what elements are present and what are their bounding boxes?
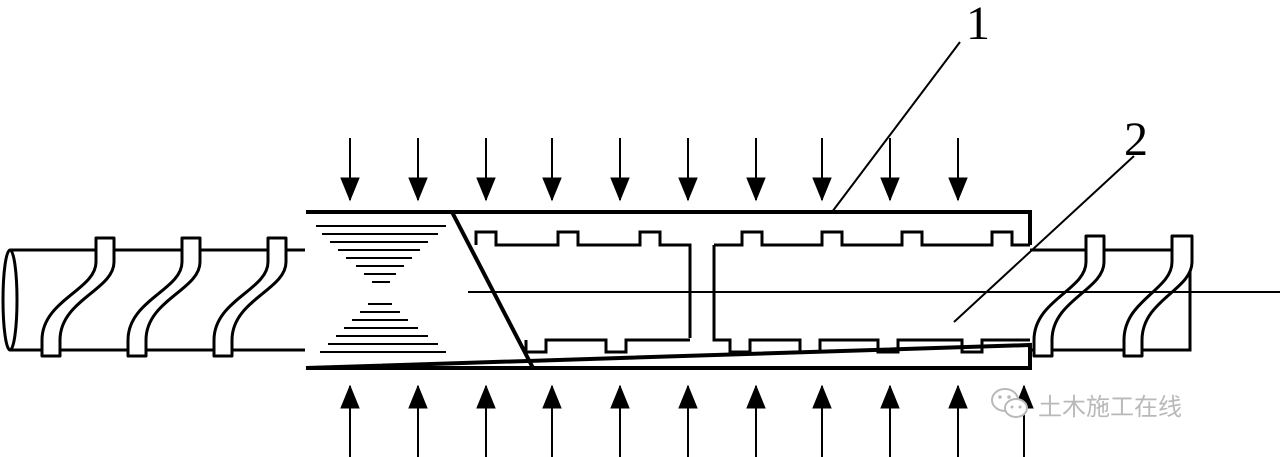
left-rebar-ribs	[40, 236, 288, 358]
coupler-sleeve	[305, 210, 1032, 370]
right-rebar	[1030, 248, 1192, 352]
leader-lines	[831, 41, 1135, 323]
pressure-arrow-top-10	[948, 138, 968, 202]
inner-bar-left	[474, 230, 692, 354]
pressure-arrow-bottom-6	[678, 384, 698, 457]
pressure-arrow-bottom-2	[408, 384, 428, 457]
pressure-arrow-bottom-7	[746, 384, 766, 457]
pressure-arrow-top-3	[476, 138, 496, 202]
pressure-arrow-bottom-1	[340, 384, 360, 457]
leader-line-2	[953, 155, 1135, 323]
pressure-arrow-bottom-4	[542, 384, 562, 457]
pressure-arrow-top-7	[746, 138, 766, 202]
pressure-arrow-bottom-3	[476, 384, 496, 457]
inner-bar-right	[712, 230, 1030, 354]
callout-label-2: 2	[1124, 113, 1148, 166]
pressure-arrow-top-6	[678, 138, 698, 202]
right-rebar-ribs	[1032, 234, 1194, 358]
pressure-arrows-top	[340, 138, 968, 202]
callout-label-1: 1	[966, 0, 990, 50]
pressure-arrow-top-1	[340, 138, 360, 202]
pressure-arrow-top-2	[408, 138, 428, 202]
pressure-arrows-bottom	[340, 384, 1034, 457]
pressure-arrow-top-8	[812, 138, 832, 202]
leader-line-1	[831, 41, 961, 213]
pressure-arrow-bottom-10	[948, 384, 968, 457]
pressure-arrow-top-4	[542, 138, 562, 202]
pressure-arrow-bottom-5	[610, 384, 630, 457]
pressure-arrow-bottom-8	[812, 384, 832, 457]
watermark: 土木施工在线	[990, 384, 1182, 424]
sleeve-end-hatch	[316, 225, 446, 353]
pressure-arrow-bottom-9	[880, 384, 900, 457]
wechat-icon	[991, 388, 1028, 418]
pressure-arrow-top-5	[610, 138, 630, 202]
watermark-text: 土木施工在线	[1038, 392, 1182, 421]
pressure-arrow-top-9	[880, 138, 900, 202]
